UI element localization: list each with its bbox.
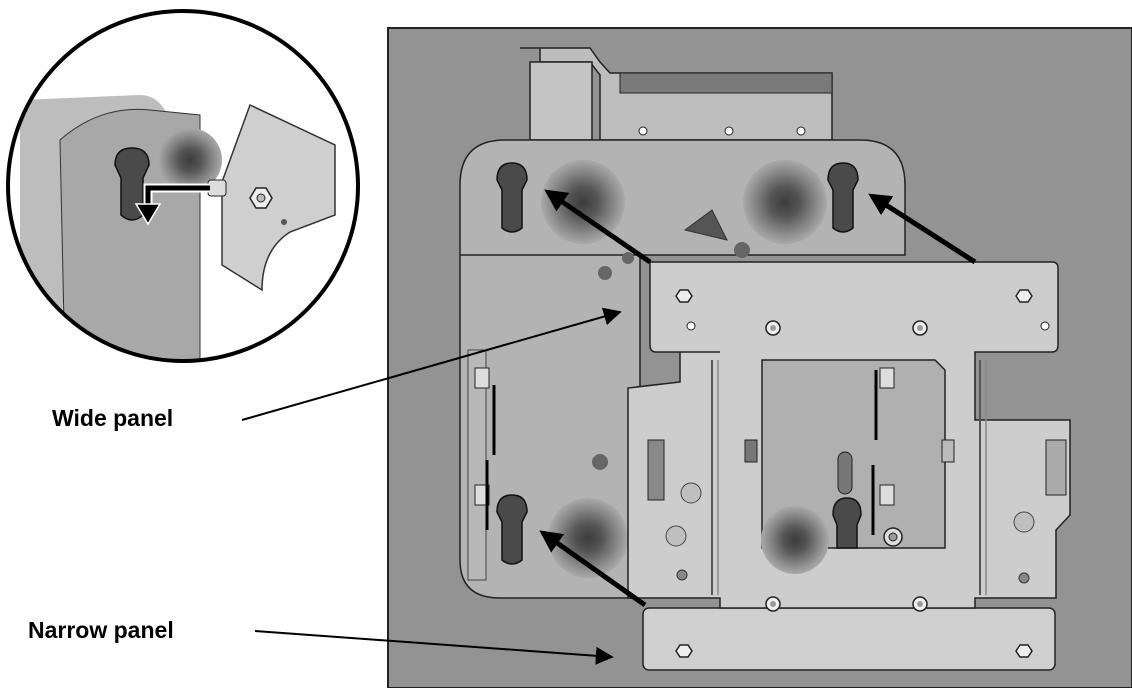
direction-arrows: [539, 189, 977, 608]
narrow-panel: [642, 607, 1056, 671]
narrow-panel-callout-line: [254, 630, 614, 665]
narrow-panel-label: Narrow panel: [28, 617, 174, 643]
detail-inset: [6, 9, 360, 363]
detail-inset-border: [6, 9, 360, 363]
wide-panel-callout-line: [241, 307, 622, 421]
wide-panel: [474, 261, 1071, 612]
photo-area: [387, 27, 1132, 688]
mounting-plate: [459, 139, 906, 599]
wide-panel-label: Wide panel: [52, 405, 174, 431]
